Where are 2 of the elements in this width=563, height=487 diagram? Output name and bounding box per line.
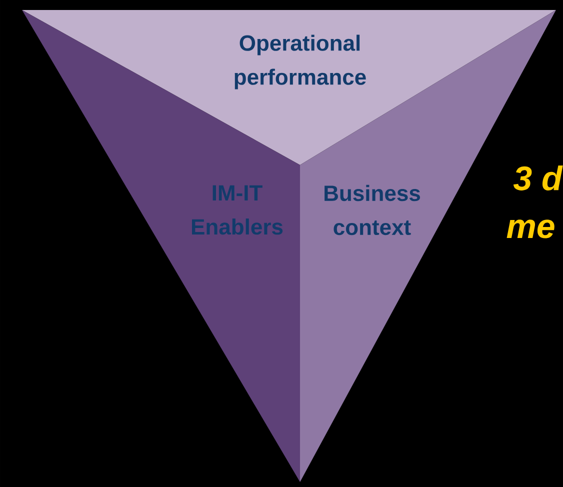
pyramid-face: Operational performance bbox=[22, 10, 556, 165]
callout-text: me bbox=[506, 220, 554, 238]
